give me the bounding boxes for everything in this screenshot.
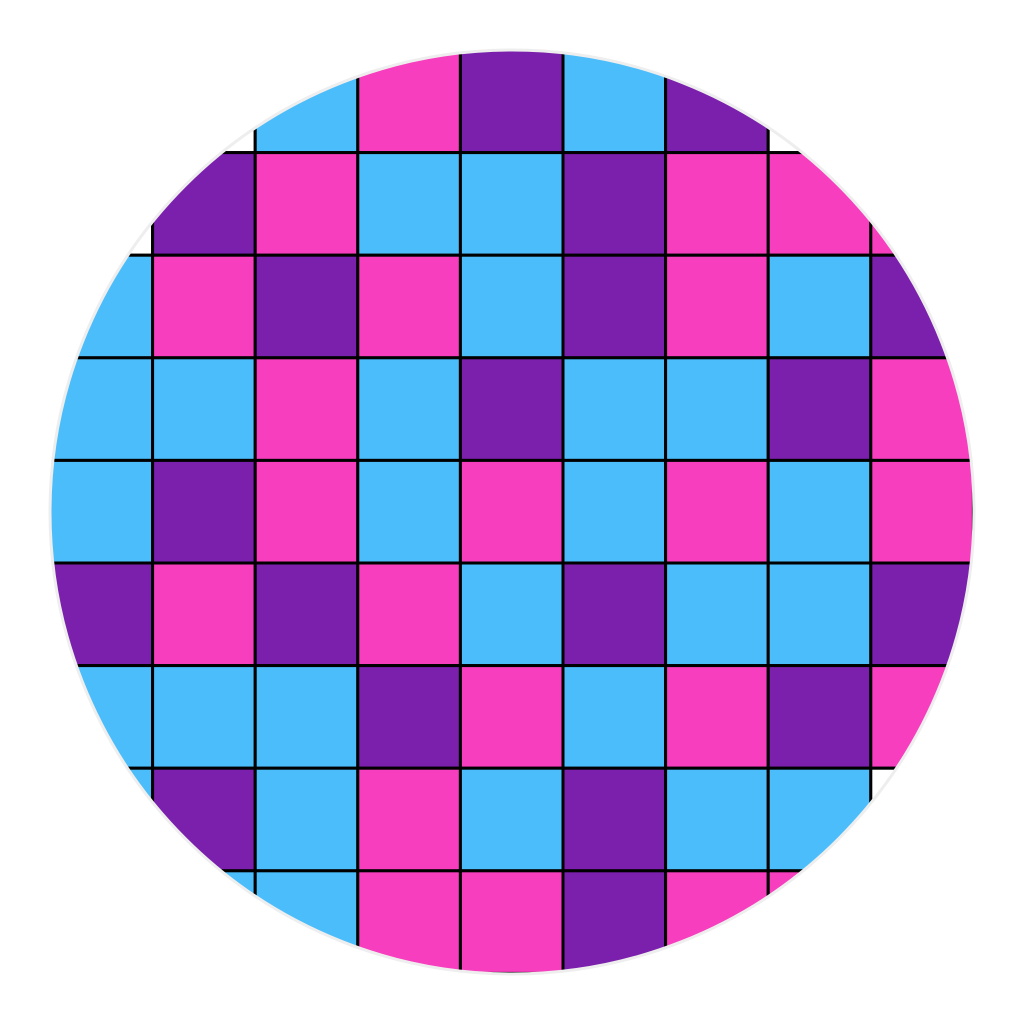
- tile: [561, 356, 668, 462]
- tile: [664, 664, 770, 770]
- tile: [458, 561, 565, 668]
- tile: [50, 356, 155, 462]
- tile: [869, 664, 974, 770]
- tile: [458, 766, 565, 873]
- tile: [50, 50, 155, 155]
- tile: [561, 50, 668, 155]
- tile: [50, 458, 155, 565]
- tile: [151, 458, 257, 565]
- tile: [458, 253, 565, 360]
- tile: [561, 766, 668, 873]
- tile: [50, 869, 155, 974]
- tile: [561, 151, 668, 257]
- tile: [766, 664, 873, 770]
- tile: [664, 458, 770, 565]
- tile: [356, 356, 462, 462]
- tile: [561, 664, 668, 770]
- tile: [458, 869, 565, 974]
- tile: [356, 766, 462, 873]
- tile: [356, 50, 462, 155]
- tile: [664, 151, 770, 257]
- tile: [253, 869, 360, 974]
- tile-grid: [50, 50, 974, 974]
- tile: [253, 664, 360, 770]
- tile: [561, 458, 668, 565]
- tile: [253, 561, 360, 668]
- tile: [766, 253, 873, 360]
- tile: [458, 356, 565, 462]
- tile: [766, 356, 873, 462]
- tile: [50, 664, 155, 770]
- tile: [50, 253, 155, 360]
- tile: [664, 50, 770, 155]
- tile: [561, 253, 668, 360]
- tile: [869, 869, 974, 974]
- tile: [356, 664, 462, 770]
- tile: [869, 561, 974, 668]
- tile: [356, 253, 462, 360]
- tile: [253, 253, 360, 360]
- tile: [253, 50, 360, 155]
- disc-outline: [48, 48, 976, 976]
- tile: [561, 561, 668, 668]
- tile: [869, 50, 974, 155]
- tile: [458, 151, 565, 257]
- tile: [664, 253, 770, 360]
- tile: [766, 561, 873, 668]
- tile: [356, 458, 462, 565]
- tile: [561, 869, 668, 974]
- tile: [664, 766, 770, 873]
- tile: [50, 561, 155, 668]
- tile: [151, 253, 257, 360]
- tile: [151, 664, 257, 770]
- tile: [766, 458, 873, 565]
- tile: [253, 356, 360, 462]
- tile: [151, 561, 257, 668]
- tile: [869, 253, 974, 360]
- tile: [664, 356, 770, 462]
- tile: [664, 561, 770, 668]
- tile: [664, 869, 770, 974]
- tile: [253, 151, 360, 257]
- tile: [356, 151, 462, 257]
- tile: [253, 766, 360, 873]
- tile: [458, 458, 565, 565]
- tile: [253, 458, 360, 565]
- tile: [356, 869, 462, 974]
- tile: [151, 356, 257, 462]
- tile: [869, 458, 974, 565]
- tile: [356, 561, 462, 668]
- tile: [869, 356, 974, 462]
- tile: [458, 50, 565, 155]
- tile: [458, 664, 565, 770]
